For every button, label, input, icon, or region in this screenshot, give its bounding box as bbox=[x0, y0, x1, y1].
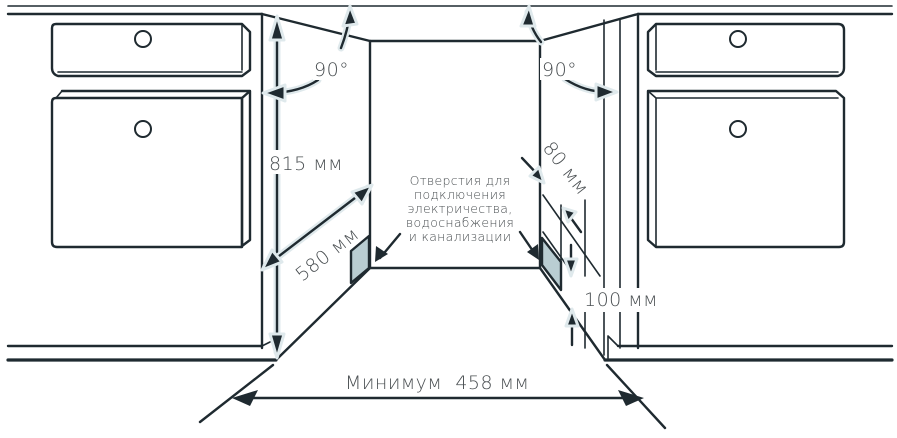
arrow-right-icon bbox=[594, 82, 619, 102]
holes-note-line: электричества, bbox=[408, 201, 513, 216]
holes-note: Отверстия для подключения электричества,… bbox=[406, 173, 514, 244]
port-height-label: 100 мм bbox=[584, 289, 658, 311]
arrow-up-icon bbox=[519, 4, 537, 28]
arrow-up-right-icon bbox=[350, 183, 374, 206]
right-cabinet bbox=[603, 12, 894, 362]
holes-note-arrows bbox=[375, 230, 539, 262]
arrow-down-right-icon bbox=[528, 165, 546, 185]
left-connection-port bbox=[349, 234, 371, 285]
height-label: 815 мм bbox=[269, 153, 343, 175]
left-door bbox=[50, 89, 252, 249]
min-width-label: Минимум 458 мм bbox=[345, 372, 529, 394]
port-offset-label: 80 мм bbox=[538, 138, 593, 200]
arrow-left-icon bbox=[232, 390, 258, 406]
left-cabinet bbox=[6, 12, 278, 362]
angle-left-label: 90° bbox=[314, 59, 349, 81]
port-offset-dimension bbox=[520, 156, 583, 234]
holes-note-line: водоснабжения bbox=[406, 215, 514, 230]
angle-right-label: 90° bbox=[542, 59, 577, 81]
knob-icon bbox=[134, 120, 152, 138]
arrow-left-icon bbox=[261, 83, 287, 103]
holes-note-line: подключения bbox=[414, 187, 506, 202]
holes-note-line: Отверстия для bbox=[410, 173, 511, 188]
right-door bbox=[646, 89, 846, 249]
arrow-up-icon bbox=[268, 14, 286, 42]
right-connection-port bbox=[540, 236, 563, 292]
arrow-right-icon bbox=[618, 390, 644, 406]
height-dimension bbox=[268, 14, 286, 360]
min-width-dimension bbox=[232, 390, 644, 406]
arrow-down-right-icon bbox=[527, 244, 539, 260]
left-angle-arrows bbox=[261, 4, 359, 103]
right-angle-arrows bbox=[519, 4, 619, 102]
countertop bbox=[6, 5, 894, 16]
arrow-up-left-icon bbox=[561, 206, 578, 224]
knob-icon bbox=[729, 120, 747, 138]
labels: 90° 90° 815 мм 580 мм 80 мм 100 мм Миним… bbox=[268, 58, 662, 394]
arrow-down-icon bbox=[268, 332, 286, 360]
port-height-dimension bbox=[563, 243, 580, 347]
arrow-down-icon bbox=[563, 257, 579, 278]
arrow-down-left-icon bbox=[375, 246, 388, 262]
knob-icon bbox=[729, 30, 747, 48]
arrow-up-icon bbox=[564, 307, 580, 328]
holes-note-line: и канализации bbox=[409, 229, 512, 244]
knob-icon bbox=[134, 30, 152, 48]
arrow-down-left-icon bbox=[260, 248, 284, 272]
left-drawer bbox=[50, 22, 252, 78]
right-drawer bbox=[646, 22, 846, 78]
depth-dimension bbox=[260, 183, 374, 272]
arrow-up-icon bbox=[341, 4, 359, 28]
